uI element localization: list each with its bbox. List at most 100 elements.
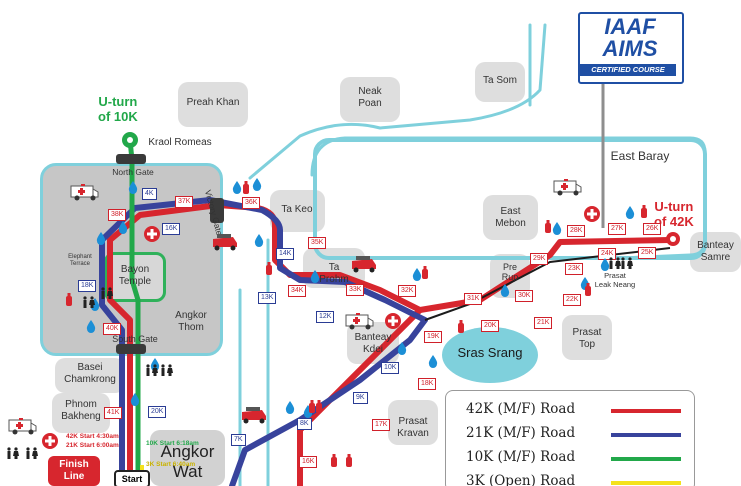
label-ta-som: Ta Som xyxy=(483,75,517,86)
km-marker: 8K xyxy=(297,418,312,430)
label-banteay-kdei: Banteay Kdei xyxy=(354,332,392,355)
km-marker: 18K xyxy=(78,280,97,292)
north-gate-marker xyxy=(116,154,146,164)
legend-swatch xyxy=(611,409,681,413)
km-marker: 18K xyxy=(418,378,437,390)
km-marker: 32K xyxy=(398,285,417,297)
finish-line-label: Finish Line xyxy=(59,459,89,482)
sras-srang-lake xyxy=(442,327,538,383)
south-gate-marker xyxy=(116,344,146,354)
ta-som-zone xyxy=(475,62,525,102)
label-east-baray: East Baray xyxy=(610,149,670,163)
uturn-10k-label: U-turn of 10K xyxy=(98,94,138,124)
km-marker: 23K xyxy=(565,263,584,275)
km-marker: 31K xyxy=(464,293,483,305)
label-angkor-wat: Angkor Wat xyxy=(160,442,215,481)
km-marker: 29K xyxy=(530,253,549,265)
km-marker: 26K xyxy=(643,223,662,235)
angkor-wat-zone xyxy=(150,430,225,486)
km-marker: 35K xyxy=(308,237,327,249)
legend-swatch xyxy=(611,457,681,461)
label-elephant-terrace: Elephant Terrace xyxy=(68,254,92,267)
km-marker: 14K xyxy=(276,248,295,260)
label-banteay-samre: Banteay Samre xyxy=(697,240,734,263)
logo-line-3: CERTIFIED COURSE xyxy=(580,64,676,76)
label-neak-poan: Neak Poan xyxy=(358,86,382,109)
label-prasat-leak-neang: Prasat Leak Neang xyxy=(594,271,636,289)
km-marker: 10K xyxy=(381,362,400,374)
legend: 42K (M/F) Road 21K (M/F) Road 10K (M/F) … xyxy=(445,390,695,486)
km-marker: 20K xyxy=(481,320,500,332)
label-pre-rup: Pre Rup xyxy=(501,262,519,283)
label-prasat-top: Prasat Top xyxy=(572,327,602,350)
km-marker: 41K xyxy=(104,407,123,419)
legend-row-42k: 42K (M/F) Road xyxy=(446,399,694,421)
km-marker: 25K xyxy=(638,247,657,259)
legend-swatch xyxy=(611,481,681,485)
km-marker: 28K xyxy=(567,225,586,237)
km-marker: 40K xyxy=(103,323,122,335)
km-marker: 19K xyxy=(424,331,443,343)
basei-chamkrong-zone xyxy=(55,358,125,393)
prasat-kravan-zone xyxy=(388,400,438,445)
start-badge: Start xyxy=(114,470,150,486)
start-time-42k: 42K Start 4:30am xyxy=(66,433,119,440)
km-marker: 27K xyxy=(608,223,627,235)
legend-label: 21K (M/F) Road xyxy=(466,425,576,441)
km-marker: 16K xyxy=(299,456,318,468)
km-marker: 30K xyxy=(515,290,534,302)
km-marker: 37K xyxy=(175,196,194,208)
km-marker: 17K xyxy=(372,419,391,431)
legend-label: 10K (M/F) Road xyxy=(466,449,576,465)
label-ta-prohm: Ta Prohm xyxy=(319,262,349,285)
km-marker: 21K xyxy=(534,317,553,329)
legend-label: 3K (Open) Road xyxy=(466,473,576,486)
km-marker: 16K xyxy=(162,223,181,235)
label-prasat-kravan: Prasat Kravan xyxy=(397,416,429,439)
km-marker: 24K xyxy=(598,248,617,260)
east-mebon-zone xyxy=(483,195,538,240)
km-marker: 12K xyxy=(316,311,335,323)
start-time-3k: 3K Start 6:40am xyxy=(146,461,196,468)
prasat-top-zone xyxy=(562,315,612,360)
km-marker: 20K xyxy=(148,406,167,418)
km-marker: 36K xyxy=(242,197,261,209)
victory-gate-marker xyxy=(210,198,224,223)
start-time-21k: 21K Start 6:00am xyxy=(66,442,119,449)
label-bayon-temple: Bayon Temple xyxy=(118,264,152,287)
legend-row-21k: 21K (M/F) Road xyxy=(446,423,694,445)
km-marker: 7K xyxy=(231,434,246,446)
label-south-gate: South Gate xyxy=(112,334,158,344)
preah-khan-zone xyxy=(178,82,248,127)
km-marker: 38K xyxy=(108,209,127,221)
label-sras-srang: Sras Srang xyxy=(457,345,523,360)
km-marker: 9K xyxy=(353,392,368,404)
legend-row-3k: 3K (Open) Road xyxy=(446,471,694,486)
uturn-42k-label: U-turn of 42K xyxy=(654,199,694,229)
start-time-10k: 10K Start 6:18am xyxy=(146,440,199,447)
logo-line-1: IAAF xyxy=(604,14,656,39)
km-marker: 22K xyxy=(563,294,582,306)
label-north-gate: North Gate xyxy=(112,167,154,177)
km-marker: 33K xyxy=(346,284,365,296)
label-phnom-bakheng: Phnom Bakheng xyxy=(61,399,101,422)
legend-row-10k: 10K (M/F) Road xyxy=(446,447,694,469)
legend-label: 42K (M/F) Road xyxy=(466,401,576,417)
label-east-mebon: East Mebon xyxy=(495,206,526,229)
neak-poan-zone xyxy=(340,77,400,122)
iaaf-aims-logo: IAAF AIMS CERTIFIED COURSE xyxy=(578,12,684,84)
label-preah-khan: Preah Khan xyxy=(186,97,240,108)
label-angkor-thom: Angkor Thom xyxy=(175,310,207,333)
finish-line-badge xyxy=(48,456,100,486)
km-marker: 34K xyxy=(288,285,307,297)
phnom-bakheng-zone xyxy=(52,393,110,433)
km-marker: 4K xyxy=(142,188,157,200)
label-ta-keo: Ta Keo xyxy=(281,204,313,215)
label-basei-chamkrong: Basei Chamkrong xyxy=(64,362,116,385)
logo-line-2: AIMS xyxy=(602,36,658,61)
km-marker: 13K xyxy=(258,292,277,304)
label-kraol-romeas: Kraol Romeas xyxy=(148,137,212,148)
legend-swatch xyxy=(611,433,681,437)
